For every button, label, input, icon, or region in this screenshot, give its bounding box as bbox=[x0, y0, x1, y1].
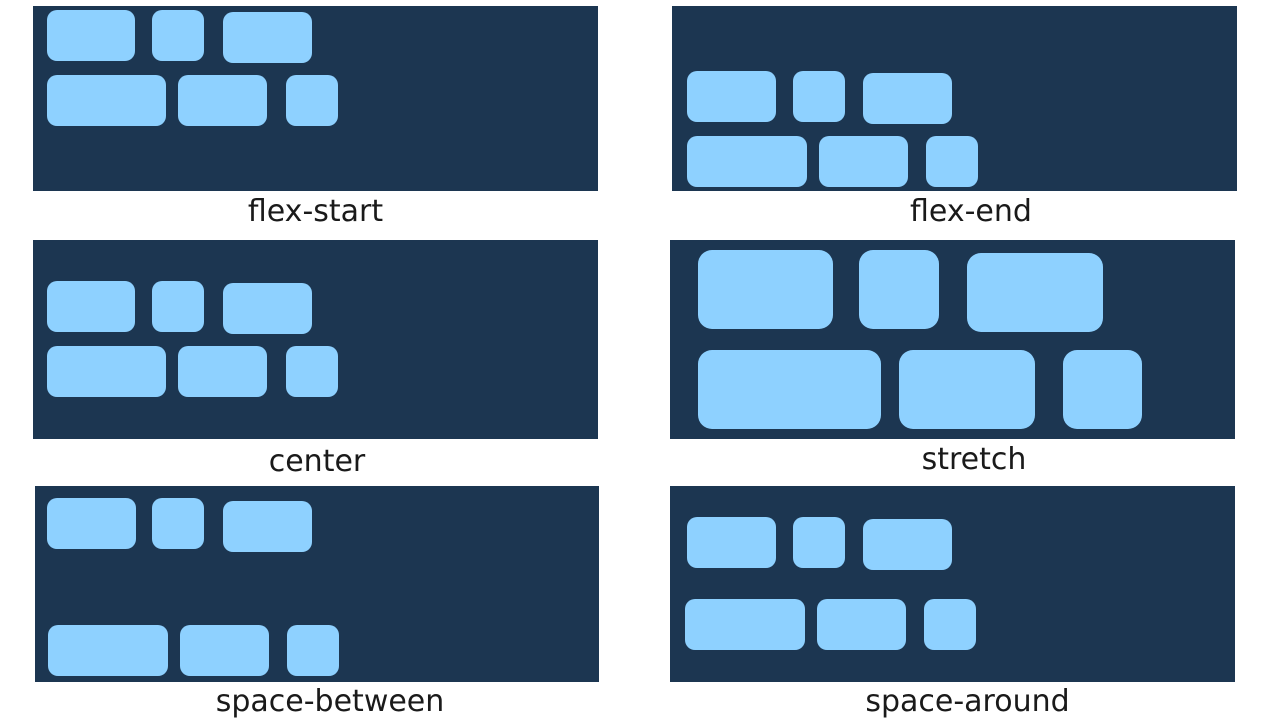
flex-item bbox=[152, 281, 204, 332]
flex-item bbox=[287, 625, 339, 676]
caption-flex-end: flex-end bbox=[910, 194, 1032, 229]
flex-item bbox=[924, 599, 976, 650]
flex-item bbox=[817, 599, 906, 650]
flex-item bbox=[926, 136, 978, 187]
flex-item bbox=[47, 281, 135, 332]
flex-item bbox=[47, 10, 135, 61]
flex-item bbox=[48, 625, 168, 676]
flex-item bbox=[793, 71, 845, 122]
caption-space-around: space-around bbox=[865, 684, 1070, 719]
flex-item bbox=[863, 73, 952, 124]
flex-item bbox=[698, 250, 833, 329]
panel-flex-start bbox=[33, 6, 598, 191]
flex-item bbox=[698, 350, 881, 429]
flex-item bbox=[899, 350, 1035, 429]
flex-item bbox=[178, 346, 267, 397]
flex-item bbox=[863, 519, 952, 570]
caption-flex-start: flex-start bbox=[247, 194, 384, 229]
flex-item bbox=[687, 136, 807, 187]
caption-stretch: stretch bbox=[921, 442, 1027, 477]
flex-item bbox=[152, 10, 204, 61]
flex-item bbox=[687, 71, 776, 122]
caption-space-between: space-between bbox=[215, 684, 445, 719]
panel-stretch bbox=[670, 240, 1235, 439]
flex-item bbox=[152, 498, 204, 549]
flex-item bbox=[47, 346, 166, 397]
flex-item bbox=[967, 253, 1103, 332]
flex-item bbox=[819, 136, 908, 187]
flex-item bbox=[180, 625, 269, 676]
caption-center: center bbox=[268, 444, 366, 479]
flex-item bbox=[223, 283, 312, 334]
panel-center bbox=[33, 240, 598, 439]
flex-item bbox=[687, 517, 776, 568]
panel-space-around bbox=[670, 486, 1235, 682]
flex-item bbox=[793, 517, 845, 568]
panel-flex-end bbox=[672, 6, 1237, 191]
flex-item bbox=[685, 599, 805, 650]
flex-item bbox=[47, 75, 166, 126]
flex-item bbox=[859, 250, 939, 329]
flex-item bbox=[223, 501, 312, 552]
flex-item bbox=[178, 75, 267, 126]
flex-item bbox=[223, 12, 312, 63]
flex-item bbox=[1063, 350, 1142, 429]
flex-item bbox=[286, 75, 338, 126]
panel-space-between bbox=[35, 486, 599, 682]
flex-item bbox=[286, 346, 338, 397]
flex-item bbox=[47, 498, 136, 549]
